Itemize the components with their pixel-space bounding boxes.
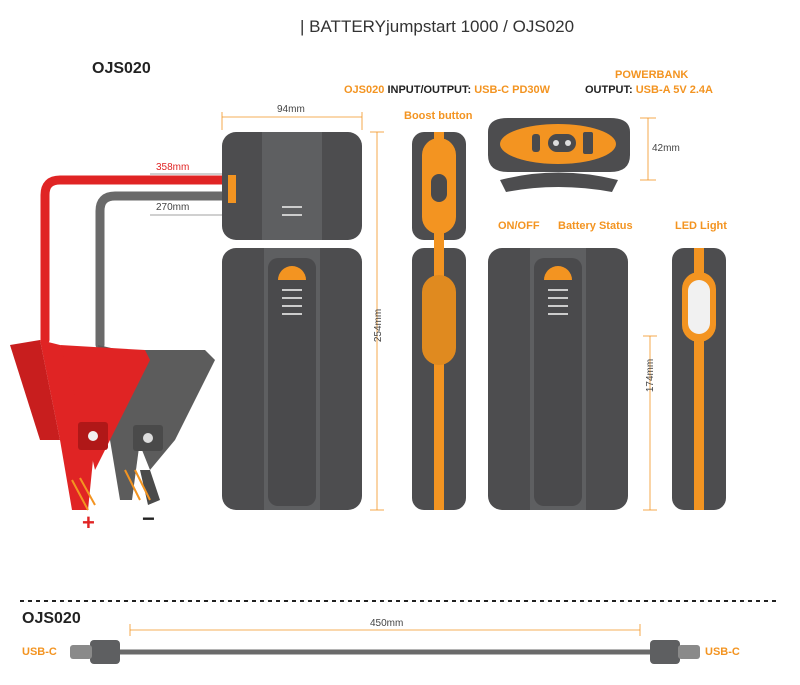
minus-sign: − [142,506,155,531]
plus-sign: + [82,510,95,535]
io-value: USB-C PD30W [474,84,551,96]
red-cable-dim: 358mm [156,162,190,173]
boost-label: Boost button [404,110,473,122]
battery-status-label: Battery Status [558,220,633,232]
width-dim: 94mm [277,104,305,115]
powerbank-label: POWERBANK [615,69,689,81]
side-view-led [672,248,726,510]
output-value: USB-A 5V 2.4A [635,84,713,96]
io-model: OJS020 [344,84,385,96]
front-view [222,132,362,510]
usb-left-label: USB-C [22,646,57,658]
height-dim: 254mm [373,308,385,343]
led-light-label: LED Light [675,220,727,232]
positive-clamp [10,340,150,511]
top-model-label: OJS020 [92,60,151,77]
page-title: | BATTERYjumpstart 1000 / OJS020 [300,17,575,36]
usb-cable [70,640,700,664]
output-label: OUTPUT: USB-A 5V 2.4A [585,84,713,96]
height2-dim: 174mm [645,358,657,393]
black-cable [95,191,235,350]
black-cable-dim: 270mm [156,202,190,213]
top-view-ports [488,118,630,192]
io-label: OJS020 INPUT/OUTPUT: USB-C PD30W [344,84,550,96]
onoff-label: ON/OFF [498,220,540,232]
bottom-model-label: OJS020 [22,610,81,627]
back-view-status [488,248,628,510]
output-text: OUTPUT: [585,84,633,96]
usb-cable-dim: 450mm [370,618,404,629]
usb-right-label: USB-C [705,646,740,658]
red-cable [40,175,235,345]
io-rest: INPUT/OUTPUT: [387,84,472,96]
side-view-boost [412,132,466,510]
depth-dim: 42mm [652,143,680,154]
